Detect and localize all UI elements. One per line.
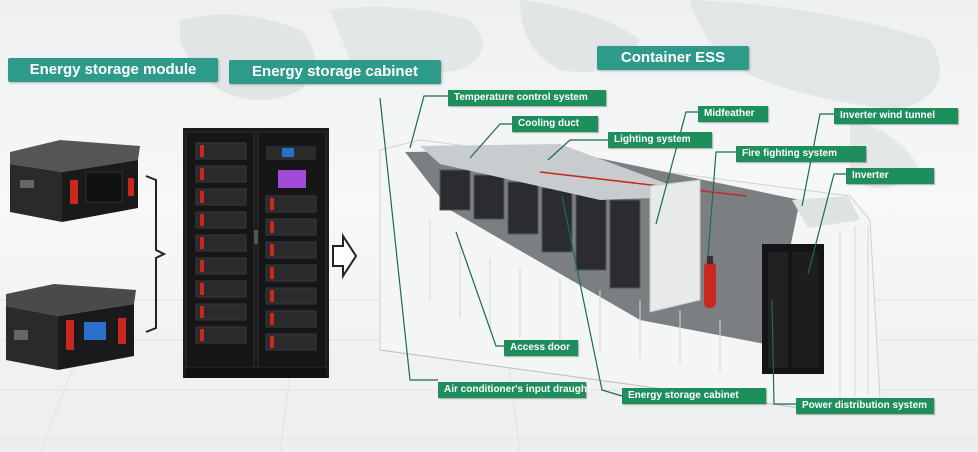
label-cooling-duct: Cooling duct <box>512 116 598 132</box>
label-inverter-wind-tunnel: Inverter wind tunnel <box>834 108 958 124</box>
label-fire-fighting: Fire fighting system <box>736 146 866 162</box>
label-midfeather: Midfeather <box>698 106 768 122</box>
module-title: Energy storage module <box>8 58 218 82</box>
cabinet-title: Energy storage cabinet <box>229 60 441 84</box>
label-energy-storage-cabinet: Energy storage cabinet <box>622 388 766 404</box>
module-unit-bottom <box>6 284 136 370</box>
container-title: Container ESS <box>597 46 749 70</box>
label-power-distribution: Power distribution system <box>796 398 934 414</box>
label-air-conditioner: Air conditioner's input draught <box>438 382 590 398</box>
module-bracket <box>145 175 167 333</box>
label-inverter: Inverter <box>846 168 934 184</box>
label-temperature-control: Temperature control system <box>448 90 606 106</box>
label-lighting: Lighting system <box>608 132 712 148</box>
module-unit-top <box>10 140 140 222</box>
label-access-door: Access door <box>504 340 578 356</box>
